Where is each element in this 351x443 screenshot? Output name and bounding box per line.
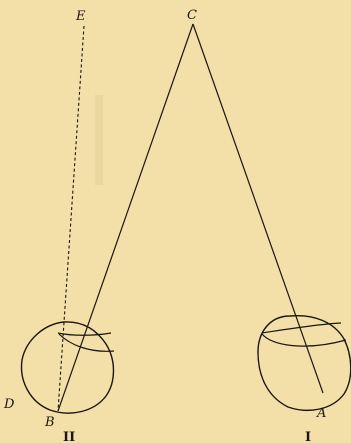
label-c: C <box>187 8 197 23</box>
label-eye-i: I <box>305 430 311 443</box>
dotted-line-e <box>58 26 84 411</box>
right-eye-outline <box>258 316 351 411</box>
sight-line-left <box>58 24 193 411</box>
label-eye-ii: II <box>63 430 75 443</box>
label-a: A <box>316 406 326 421</box>
left-eye-outline <box>22 322 114 413</box>
label-b: B <box>44 415 55 430</box>
label-e: E <box>75 9 86 24</box>
sight-line-right <box>193 24 323 393</box>
paper-stain <box>95 95 103 185</box>
label-d: D <box>3 397 15 412</box>
